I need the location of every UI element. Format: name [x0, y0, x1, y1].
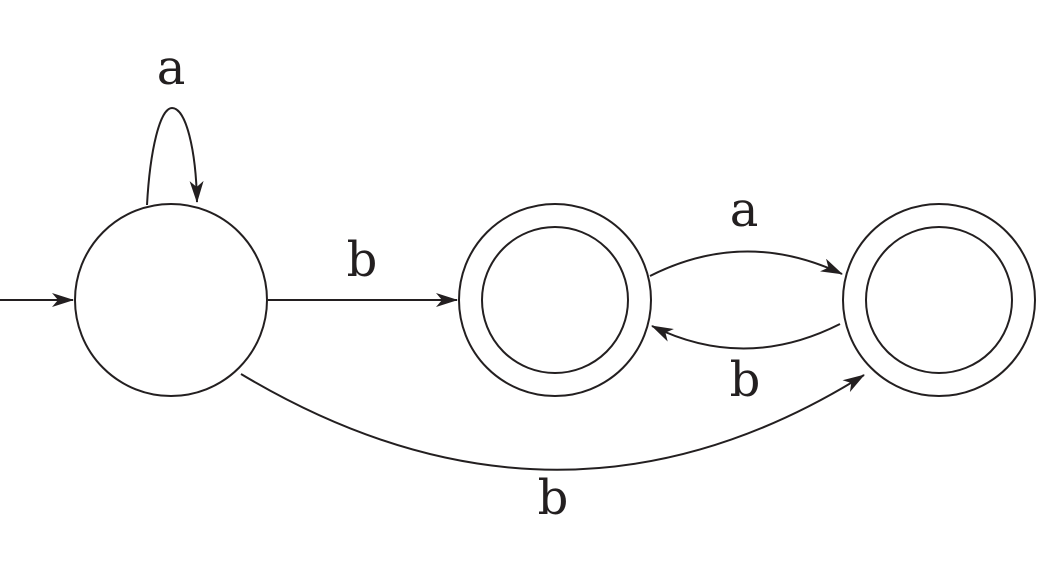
state-q2 — [842, 203, 1036, 397]
transition-label-q0-q2: b — [538, 470, 569, 526]
transition-q0-q0 — [146, 106, 204, 206]
state-q0 — [74, 203, 268, 397]
state-q1-inner-ring — [481, 226, 629, 374]
transition-label-q2-q1: b — [730, 352, 761, 408]
transition-q0-q2 — [240, 373, 865, 471]
transition-label-q1-q2: a — [730, 182, 759, 238]
transition-q2-q1 — [651, 323, 841, 350]
transition-q1-q2 — [649, 250, 843, 277]
transition-label-q0-q1: b — [347, 232, 378, 288]
state-q1 — [458, 203, 652, 397]
transition-label-q0-q0: a — [157, 40, 186, 96]
state-q2-inner-ring — [865, 226, 1013, 374]
